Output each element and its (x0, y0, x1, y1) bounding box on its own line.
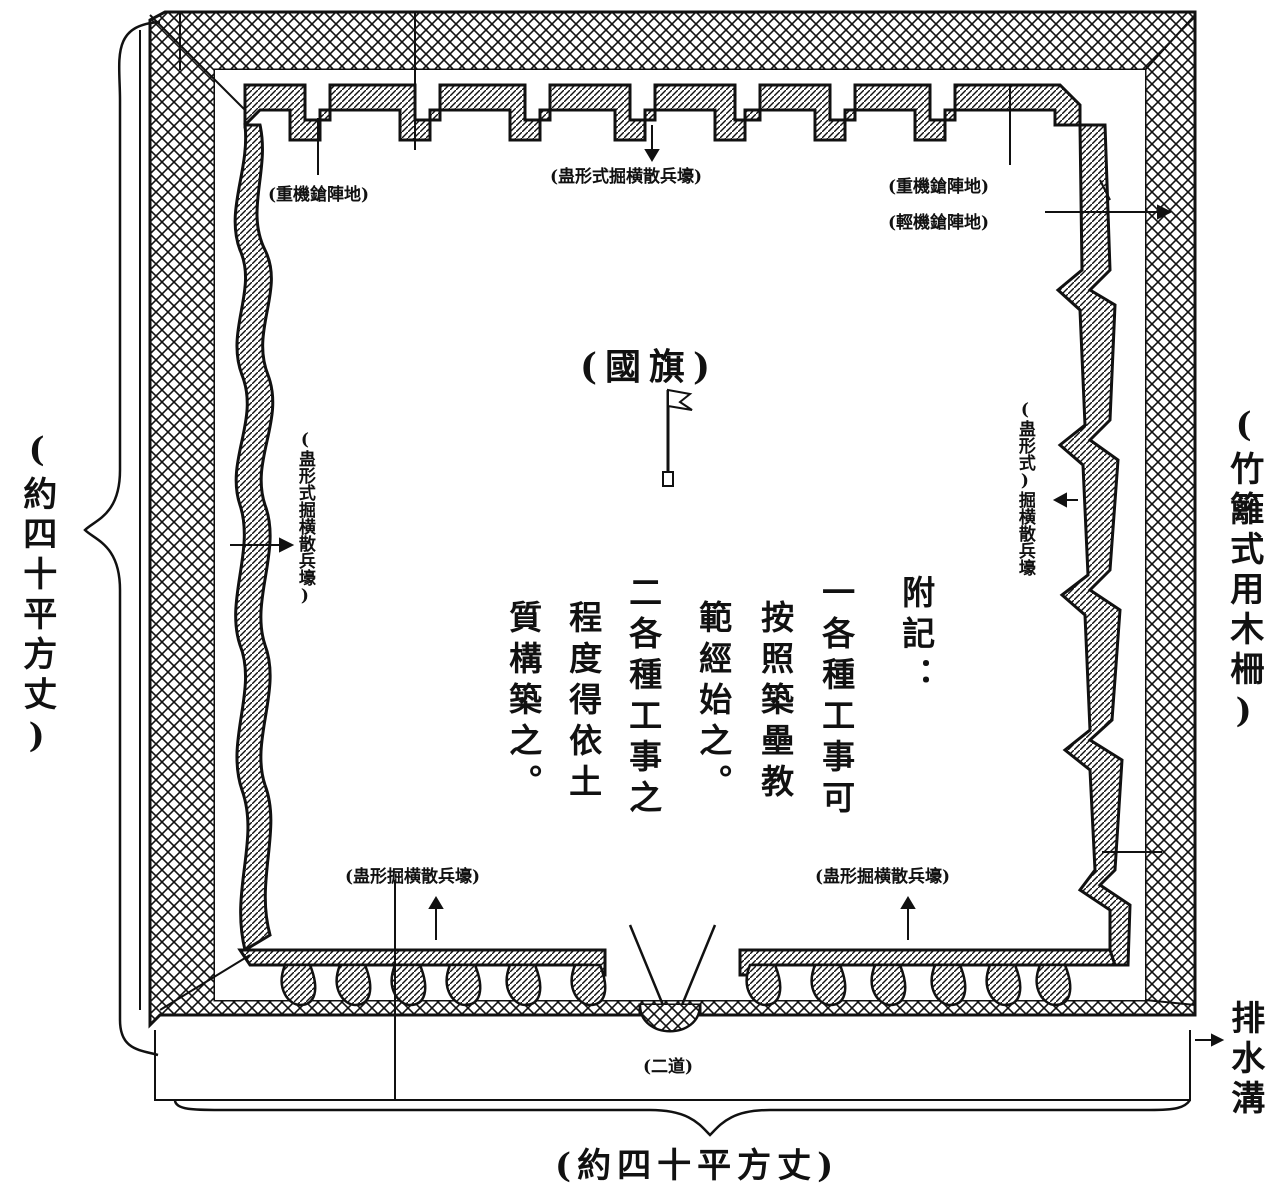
note-line-2: 按照築壘教 (755, 600, 795, 805)
label-bottom-right: (蛊形掘横散兵壕) (815, 867, 951, 887)
flag-icon (662, 388, 693, 487)
gate-opening (638, 1004, 702, 1033)
label-left-inner: (蛊形式掘横散兵壕) (294, 430, 315, 606)
arrows (179, 12, 1225, 1100)
bottom-brace (173, 1099, 1192, 1137)
label-left-dimension: (約四十平方丈) (16, 430, 57, 762)
label-bottom-left: (蛊形掘横散兵壕) (345, 867, 481, 887)
note-line-1: 一各種工事可 (816, 575, 856, 821)
label-flag: (國旗) (580, 346, 719, 388)
bottom-left-pits (280, 963, 607, 1007)
label-gate: (二道) (643, 1057, 694, 1077)
note-line-5: 程度得依土 (563, 600, 603, 805)
bottom-right-pits (745, 963, 1072, 1007)
note-line-6: 質構築之。 (503, 600, 543, 805)
label-right-side: (竹籬式用木柵) (1223, 405, 1264, 737)
label-top-left: (重機鎗陣地) (268, 185, 370, 205)
gate-funnel (628, 924, 717, 1011)
note-line-4: 二各種工事之 (623, 575, 663, 821)
left-brace (83, 20, 161, 1057)
label-top-center: (蛊形式掘横散兵壕) (550, 167, 703, 187)
label-top-right-1: (重機鎗陣地) (888, 177, 990, 197)
label-right-inner: (蛊形式)掘横散兵壕 (1014, 400, 1035, 576)
label-top-right-2: (輕機鎗陣地) (888, 213, 990, 233)
note-title: 附記： (896, 575, 936, 698)
corner-lines (149, 14, 1196, 1011)
top-trench (243, 83, 1082, 142)
label-bottom-dimension: (約四十平方丈) (555, 1146, 840, 1186)
label-drain: 排水溝 (1224, 1000, 1265, 1120)
bottom-boundary (154, 1030, 1191, 1101)
left-trench (233, 123, 275, 953)
right-trench (1055, 123, 1132, 967)
note-line-3: 範經始之。 (693, 600, 733, 805)
